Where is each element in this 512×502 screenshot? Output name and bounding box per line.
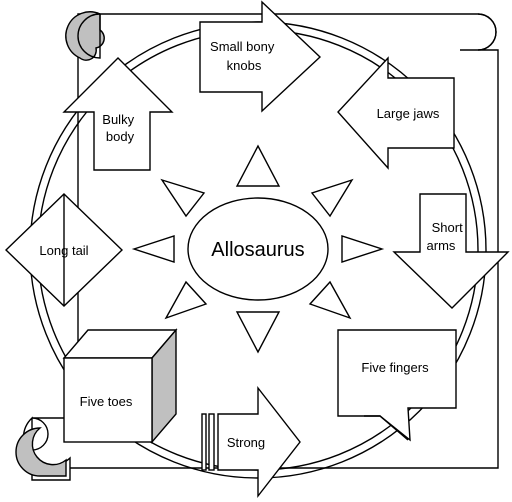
scroll-roll-right (460, 13, 497, 51)
feature-large-jaws: Large jaws (337, 56, 455, 170)
long-tail-label: Long tail (39, 243, 88, 258)
callout-tail-edge (364, 415, 409, 441)
feature-small-bony-knobs: Small bony knobs (199, 0, 322, 113)
ray-top-left (160, 178, 206, 218)
center-oval (187, 197, 329, 301)
five-toes-label: Five toes (80, 394, 133, 409)
large-jaws-label: Large jaws (377, 106, 440, 121)
ray-bottom (235, 311, 281, 354)
feature-strong: Strong (201, 385, 301, 499)
scroll-curl-top-edge (77, 13, 101, 59)
five-fingers-label: Five fingers (361, 360, 429, 375)
feature-five-toes: Five toes (62, 328, 178, 444)
ray-top-right (310, 178, 354, 218)
short-arms-label: Short arms (427, 220, 467, 253)
stripe-1 (201, 413, 207, 471)
ray-top (235, 144, 281, 187)
ray-right (341, 235, 385, 263)
strong-label: Strong (227, 435, 265, 450)
ray-left (131, 235, 175, 263)
down-arrow-shape (392, 193, 510, 309)
ray-bottom-right (308, 280, 352, 320)
feature-long-tail: Long tail (4, 193, 124, 307)
callout-shape (337, 329, 457, 442)
feature-five-fingers: Five fingers (337, 329, 457, 442)
scroll-curl-bottom-shade (15, 427, 67, 477)
left-arrow-shape (337, 56, 455, 170)
feature-short-arms: Short arms (392, 193, 510, 309)
stripe-2 (208, 413, 215, 471)
ray-bottom-left (164, 280, 208, 320)
bulky-body-label: Bulky body (102, 112, 137, 144)
small-bony-knobs-label: Small bony knobs (210, 39, 278, 73)
center-label: Allosaurus (211, 239, 304, 261)
right-arrow-shape (199, 0, 322, 113)
right-arrow-shape (217, 385, 301, 499)
up-arrow-shape (62, 57, 174, 171)
scroll-curl-top (65, 11, 105, 61)
feature-bulky-body: Bulky body (62, 57, 174, 171)
cube-front (63, 357, 153, 443)
sun-rays (131, 144, 385, 354)
